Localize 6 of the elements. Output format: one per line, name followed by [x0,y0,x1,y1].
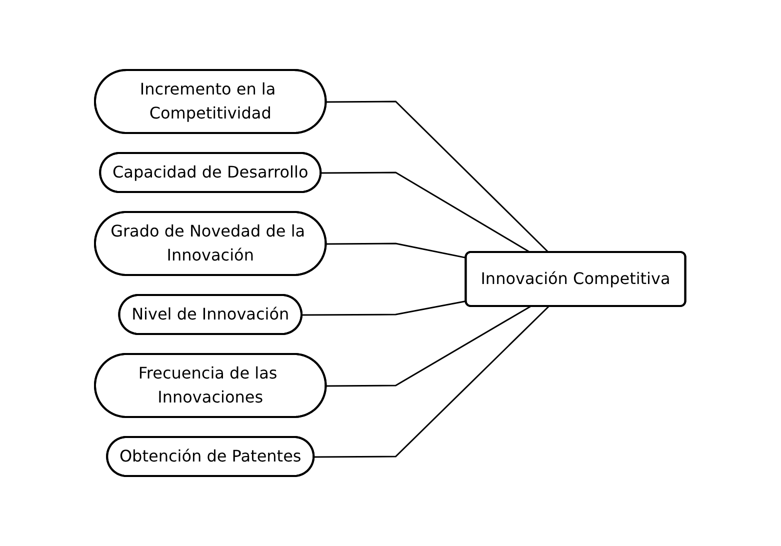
connector [314,306,550,458]
connector [326,242,467,259]
connector [326,306,532,387]
connector [326,100,550,254]
connector [302,300,467,316]
connector [321,172,532,254]
